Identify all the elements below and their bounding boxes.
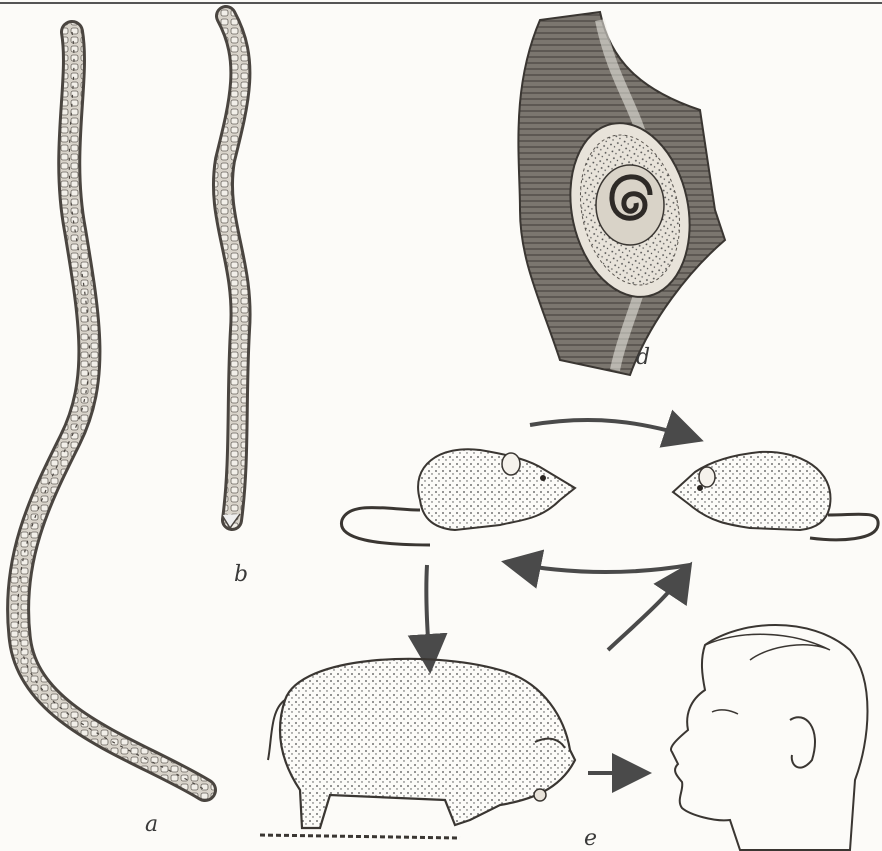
- pig: [260, 659, 575, 838]
- human-head: [671, 625, 868, 850]
- arrow-human-to-rat: [608, 565, 690, 650]
- rat-left: [341, 449, 575, 545]
- arrow-rat-to-rat: [530, 420, 700, 440]
- arrow-rat-to-pig: [426, 565, 430, 670]
- label-d: d: [636, 345, 650, 370]
- muscle-cyst: [518, 12, 725, 375]
- label-e: e: [584, 826, 597, 851]
- worm-b-male: [222, 16, 241, 528]
- label-a: a: [145, 812, 158, 837]
- rat-right: [673, 452, 878, 540]
- worm-a-female: [18, 32, 205, 790]
- arrow-rat-back: [505, 562, 690, 572]
- label-b: b: [234, 562, 248, 587]
